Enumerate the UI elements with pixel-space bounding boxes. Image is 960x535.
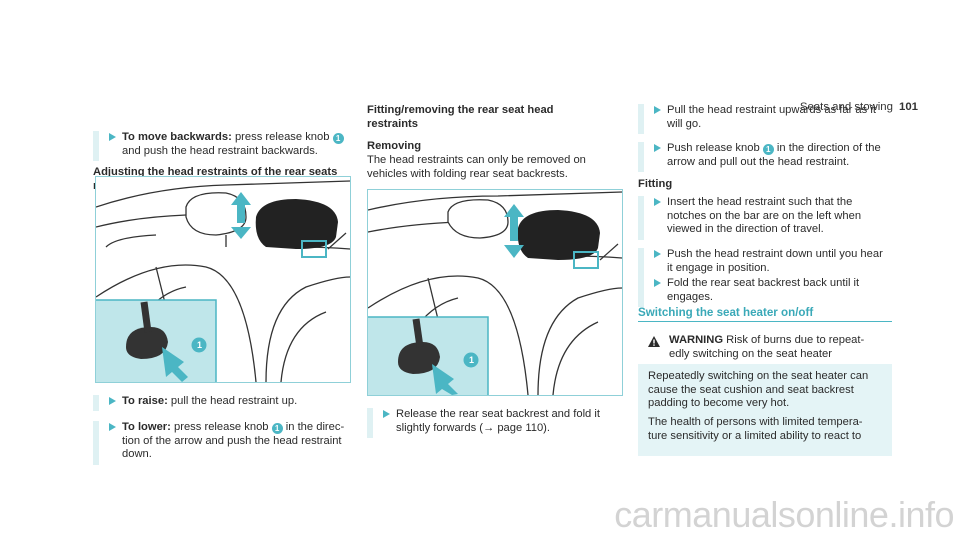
header-section: Seats and stowing xyxy=(799,101,893,113)
step-arrow-icon xyxy=(654,198,661,206)
warning-paragraph-2: The health of persons with limited tempe… xyxy=(648,416,863,442)
step-release-backrest: Release the rear seat backrest and fold … xyxy=(367,408,627,438)
figure-head-restraint-remove: 1 xyxy=(367,189,623,396)
watermark-logo: carmanualsonline.info xyxy=(614,494,954,535)
subheading-removing: Removing xyxy=(367,140,422,152)
removing-text: The head restraints can only be removed … xyxy=(367,154,586,180)
step-arrow-icon xyxy=(383,410,390,418)
step-arrow-icon xyxy=(109,397,116,405)
warning-paragraph-1: Repeatedly switching on the seat heater … xyxy=(648,370,869,410)
step-push-knob: Push release knob 1 in the direction of … xyxy=(638,142,888,172)
running-header: Seats and stowing 101 xyxy=(800,101,918,115)
knob-1-icon: 1 xyxy=(762,144,774,155)
seat-illustration xyxy=(368,191,622,395)
subheading-fitting: Fitting xyxy=(638,178,673,190)
warning-box: WARNING Risk of burns due to repeat- edl… xyxy=(638,330,892,456)
warning-title: WARNING Risk of burns due to repeat- edl… xyxy=(669,334,865,360)
section-rule xyxy=(638,321,892,322)
step-bar xyxy=(93,131,99,161)
callout-1: 1 xyxy=(196,340,202,350)
step-raise: To raise: pull the head restraint up. xyxy=(93,395,353,411)
knob-1-icon: 1 xyxy=(332,133,344,144)
step-arrow-icon xyxy=(109,423,116,431)
step-arrow-icon xyxy=(654,250,661,258)
page-number: 101 xyxy=(898,101,918,113)
step-arrow-icon xyxy=(654,106,661,114)
step-lower: To lower: press release knob 1 in the di… xyxy=(93,421,353,465)
step-arrow-icon xyxy=(109,133,116,141)
warning-triangle-icon xyxy=(648,336,660,347)
step-arrow-icon xyxy=(654,144,661,152)
step-push-down: Push the head restraint down until you h… xyxy=(638,248,888,278)
step-move-backwards: To move backwards: press release knob 1 … xyxy=(93,131,353,161)
step-pull-upwards: Pull the head restraint upwards as far a… xyxy=(638,104,888,134)
step-fold-back: Fold the rear seat backrest back until i… xyxy=(638,277,888,307)
callout-1: 1 xyxy=(468,355,474,365)
knob-1-icon: 1 xyxy=(271,423,283,434)
step-arrow-icon xyxy=(654,279,661,287)
figure-head-restraint-adjust: 1 xyxy=(95,176,351,383)
section-title-seat-heater: Switching the seat heater on/off xyxy=(638,306,814,319)
seat-illustration xyxy=(96,180,350,382)
